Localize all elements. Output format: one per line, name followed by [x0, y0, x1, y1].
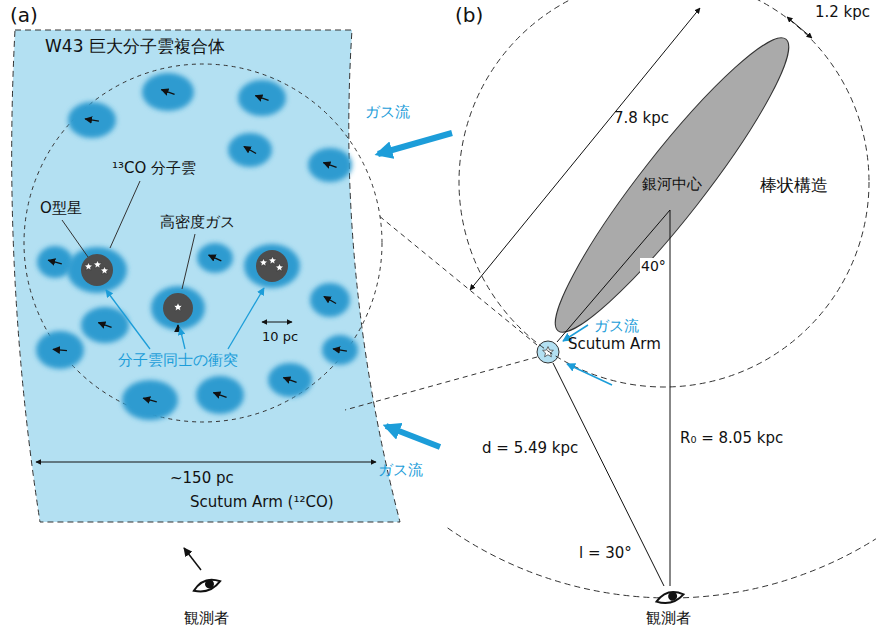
co13-cloud — [268, 363, 312, 397]
dimension-label: 1.2 kpc — [815, 4, 870, 21]
o-star — [275, 263, 283, 271]
motion-arrow — [48, 260, 62, 264]
scale-label: 10 pc — [262, 330, 298, 345]
co13-cloud — [308, 148, 352, 182]
o-star — [174, 303, 183, 312]
angle-label: l = 30° — [578, 545, 633, 562]
scale-bar — [262, 322, 292, 323]
co13-cloud — [68, 102, 116, 138]
motion-arrow — [324, 297, 336, 304]
observer-label: 観測者 — [646, 610, 691, 627]
motion-arrow — [333, 349, 347, 351]
gas-flow-arrow — [386, 426, 440, 447]
width-dimension — [36, 462, 376, 463]
w43-marker-outline — [536, 340, 560, 364]
panel-label: (b) — [455, 4, 483, 27]
co13-cloud — [151, 286, 205, 330]
motion-arrow — [177, 325, 178, 330]
spiral-arm-band-outline — [0, 0, 420, 530]
co13-cloud — [197, 243, 233, 273]
observer-label: 観測者 — [184, 610, 229, 627]
motion-arrow — [143, 398, 157, 402]
o-star — [259, 258, 267, 266]
angle-label: 40° — [640, 258, 667, 274]
galactic-bar-outline — [470, 0, 870, 400]
motion-arrow — [98, 323, 111, 328]
co13-cloud — [122, 380, 178, 420]
co13-cloud — [36, 331, 84, 369]
dimension-label: ~150 pc — [170, 470, 234, 487]
view-arrow — [184, 548, 201, 570]
co13-cloud — [228, 133, 272, 167]
gas-flow-arrow — [378, 133, 452, 154]
r0-line — [670, 210, 671, 586]
region-label: Scutum Arm (¹²CO) — [190, 494, 334, 511]
callout-label: O型星 — [40, 200, 82, 217]
panel-label: (a) — [10, 4, 38, 27]
gas-flow-arrow — [567, 364, 612, 385]
complex-title: W43 巨大分子雲複合体 — [45, 37, 225, 57]
co13-cloud — [67, 247, 127, 293]
motion-arrow — [85, 119, 99, 121]
o-star — [93, 260, 101, 268]
observer-eye — [192, 576, 222, 595]
arm-name: Scutum Arm — [568, 336, 661, 353]
dense-core — [81, 254, 113, 286]
distance-label: R₀ = 8.05 kpc — [680, 430, 783, 447]
co13-cloud — [81, 307, 129, 343]
center-label: 銀河中心 — [642, 176, 702, 193]
bar-width — [787, 17, 812, 38]
motion-arrow — [323, 163, 336, 168]
solar-circle — [445, 380, 876, 598]
dense-core — [256, 250, 288, 282]
co13-cloud — [244, 244, 300, 288]
callout-label: 高密度ガス — [160, 214, 235, 231]
distance-label: d = 5.49 kpc — [482, 440, 578, 457]
galactic-bar: 銀河中心 — [470, 0, 870, 400]
dimension-label: 7.8 kpc — [614, 110, 669, 127]
flow-label: ガス流 — [378, 462, 423, 479]
motion-arrow — [283, 378, 296, 383]
co13-cloud — [238, 80, 286, 116]
distance-line — [553, 363, 664, 586]
flow-label: ガス流 — [594, 318, 639, 335]
co13-cloud — [322, 335, 358, 365]
motion-arrow — [255, 96, 268, 101]
co13-cloud — [196, 376, 244, 414]
motion-arrow — [213, 393, 226, 398]
motion-arrow — [209, 255, 222, 261]
spiral-arm-band: Scutum Arm (¹²CO) W43 巨大分子雲複合体 — [0, 0, 420, 530]
observer-eye — [655, 589, 685, 606]
co13-cloud — [142, 73, 194, 111]
co13-cloud — [310, 283, 350, 317]
motion-arrow — [161, 90, 174, 95]
dense-core — [163, 293, 193, 323]
o-star — [84, 262, 92, 270]
bar-circle — [459, 0, 869, 387]
callout-label: 分子雲同士の衝突 — [118, 352, 238, 369]
motion-arrow — [53, 349, 67, 350]
structure-label: 棒状構造 — [760, 176, 828, 196]
o-star — [100, 266, 108, 274]
flow-label: ガス流 — [365, 104, 410, 121]
callout-label: ¹³CO 分子雲 — [112, 160, 196, 177]
w43-marker: Scutum Arm — [536, 340, 560, 364]
motion-arrow — [244, 147, 256, 154]
o-star — [268, 256, 276, 264]
zoom-line — [378, 215, 537, 345]
